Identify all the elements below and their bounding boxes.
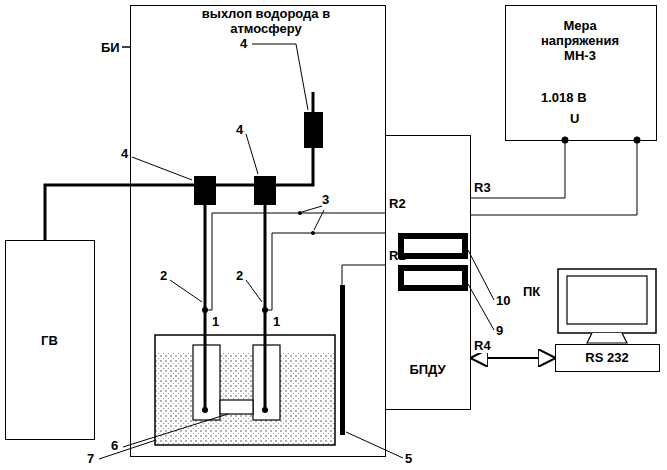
contact-point <box>298 211 302 215</box>
monitor-outline <box>557 268 657 344</box>
callout-number: 3 <box>322 192 329 207</box>
data-link <box>472 357 554 359</box>
valve <box>254 176 276 205</box>
signal-name: R4 <box>474 338 491 353</box>
electrode-tip <box>202 407 208 413</box>
display <box>398 233 468 259</box>
computer-monitor: ПК <box>557 268 657 344</box>
voltage-value: 1.018 В <box>541 90 621 105</box>
signal-name: R2 <box>389 196 406 211</box>
leader-line <box>122 46 130 48</box>
control-unit: БПДУ <box>385 135 471 410</box>
gas-pipe <box>45 92 313 410</box>
callout-number: 2 <box>236 268 243 283</box>
callout-number: 4 <box>121 146 128 161</box>
display <box>404 271 462 285</box>
display <box>398 265 468 291</box>
signal-name: U <box>570 111 590 126</box>
valve <box>304 112 323 148</box>
callout-number: 5 <box>405 451 412 466</box>
electrode <box>340 285 345 435</box>
callout-number: 7 <box>87 451 94 466</box>
signal-wire <box>471 141 565 198</box>
signal-name: R3 <box>474 180 491 195</box>
callout-number: 6 <box>111 438 118 453</box>
contact-point <box>311 231 315 235</box>
callout-number: 2 <box>160 268 167 283</box>
signal-name: R1 <box>389 248 406 263</box>
callout-number: 4 <box>240 36 247 51</box>
callout-number: 1 <box>273 314 280 329</box>
display <box>404 239 462 253</box>
contact-point <box>202 307 208 313</box>
unit-label: БПДУ <box>386 362 469 377</box>
salt-bridge <box>220 400 253 414</box>
callout-number: 1 <box>212 314 219 329</box>
unit-title: Мера напряжения МН-3 <box>530 18 630 63</box>
electrode-tip <box>262 407 268 413</box>
valve <box>194 176 216 205</box>
voltage-standard: Мера напряжения МН-3 1.018 В U <box>505 5 657 141</box>
leader-line <box>99 44 494 459</box>
terminal <box>634 137 641 144</box>
gas-cylinder: ГВ <box>5 240 95 440</box>
interface-label: RS 232 <box>556 350 658 365</box>
interface-box: RS 232 <box>555 344 660 372</box>
note: выхлоп водорода в атмосферу <box>186 6 346 36</box>
callout-number: 9 <box>496 323 503 338</box>
electrolyte <box>155 352 335 445</box>
housing-box: БИ <box>130 5 386 457</box>
unit-label: БИ <box>101 40 127 55</box>
unit-label: ПК <box>523 284 553 299</box>
unit-label: ГВ <box>6 333 93 348</box>
callout-number: 4 <box>236 122 243 137</box>
callout-number: 10 <box>496 293 510 308</box>
contact-point <box>262 307 268 313</box>
